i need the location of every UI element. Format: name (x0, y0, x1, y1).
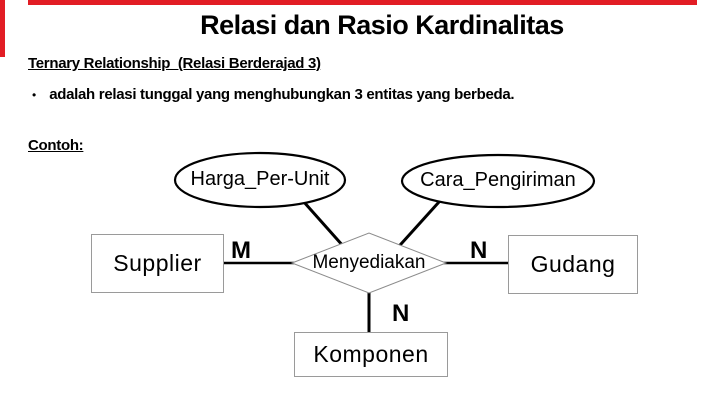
red-accent-bar-horizontal (28, 0, 697, 5)
relationship-diamond (290, 232, 448, 294)
bullet-text: adalah relasi tunggal yang menghubungkan… (49, 86, 515, 103)
attribute-ellipse-harga (173, 151, 347, 209)
example-label: Contoh: (28, 137, 84, 154)
entity-label-gudang: Gudang (530, 251, 616, 277)
bullet-marker: • (32, 88, 37, 102)
entity-label-komponen: Komponen (313, 341, 429, 367)
entity-box-supplier: Supplier (91, 234, 224, 293)
cardinality-label-n-bottom: N (392, 300, 410, 327)
slide-title: Relasi dan Rasio Kardinalitas (200, 10, 564, 40)
attribute-ellipse-cara (400, 153, 596, 209)
cardinality-label-n-right: N (470, 237, 488, 264)
attribute-label-harga: Harga_Per-Unit (190, 168, 330, 190)
section-heading: Ternary Relationship (Relasi Berderajad … (28, 55, 321, 72)
entity-label-supplier: Supplier (113, 250, 202, 276)
bullet-item: • adalah relasi tunggal yang menghubungk… (32, 86, 515, 104)
entity-box-gudang: Gudang (508, 235, 638, 294)
attribute-label-cara: Cara_Pengiriman (420, 169, 576, 191)
relationship-label: Menyediakan (312, 252, 426, 273)
red-accent-bar-vertical (0, 0, 5, 57)
entity-box-komponen: Komponen (294, 332, 448, 377)
cardinality-label-m: M (231, 237, 251, 264)
